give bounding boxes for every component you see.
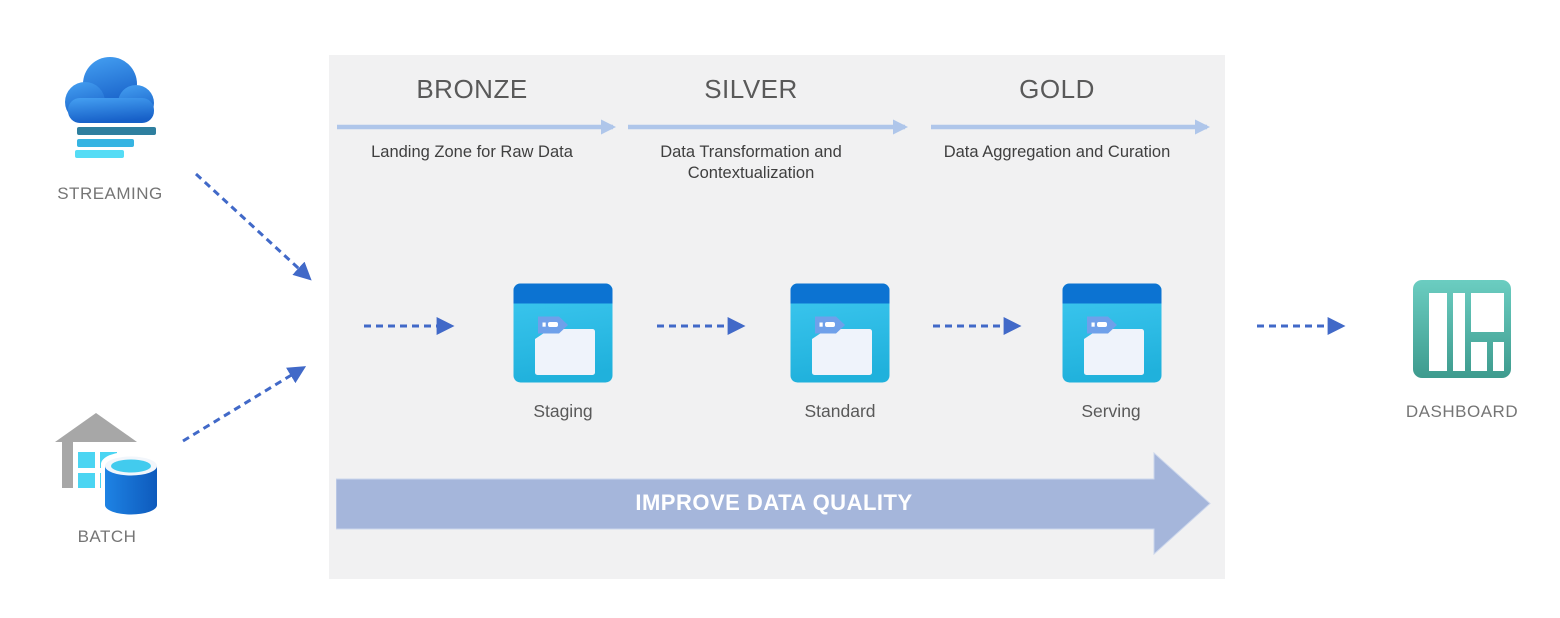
stage-description-bronze: Landing Zone for Raw Data	[371, 143, 573, 161]
stage-description-silver: Data Transformation and Contextualizatio…	[660, 143, 842, 182]
stage-header-silver: SILVER	[704, 74, 798, 104]
standard-label: Standard	[804, 401, 876, 421]
serving-folder-icon	[1062, 283, 1162, 383]
staging-label: Staging	[533, 401, 593, 421]
improve-quality-arrow-icon	[336, 452, 1211, 555]
dashboard-icon	[1413, 280, 1511, 378]
streaming-flow-arrow-icon	[194, 172, 312, 281]
stage-header-gold: GOLD	[1019, 74, 1095, 104]
improve-quality-banner: IMPROVE DATA QUALITY	[635, 490, 913, 515]
serving-label: Serving	[1081, 401, 1141, 421]
staging-folder-icon	[513, 283, 613, 383]
stage-header-bronze: BRONZE	[416, 74, 528, 104]
standard-folder-icon	[790, 283, 890, 383]
batch-warehouse-icon	[55, 413, 161, 519]
batch-label: BATCH	[77, 527, 137, 546]
stage-description-gold: Data Aggregation and Curation	[943, 143, 1171, 161]
streaming-cloud-icon	[65, 57, 156, 158]
streaming-label: STREAMING	[57, 184, 163, 203]
batch-flow-arrow-icon	[182, 366, 307, 443]
dashboard-label: DASHBOARD	[1405, 402, 1519, 421]
